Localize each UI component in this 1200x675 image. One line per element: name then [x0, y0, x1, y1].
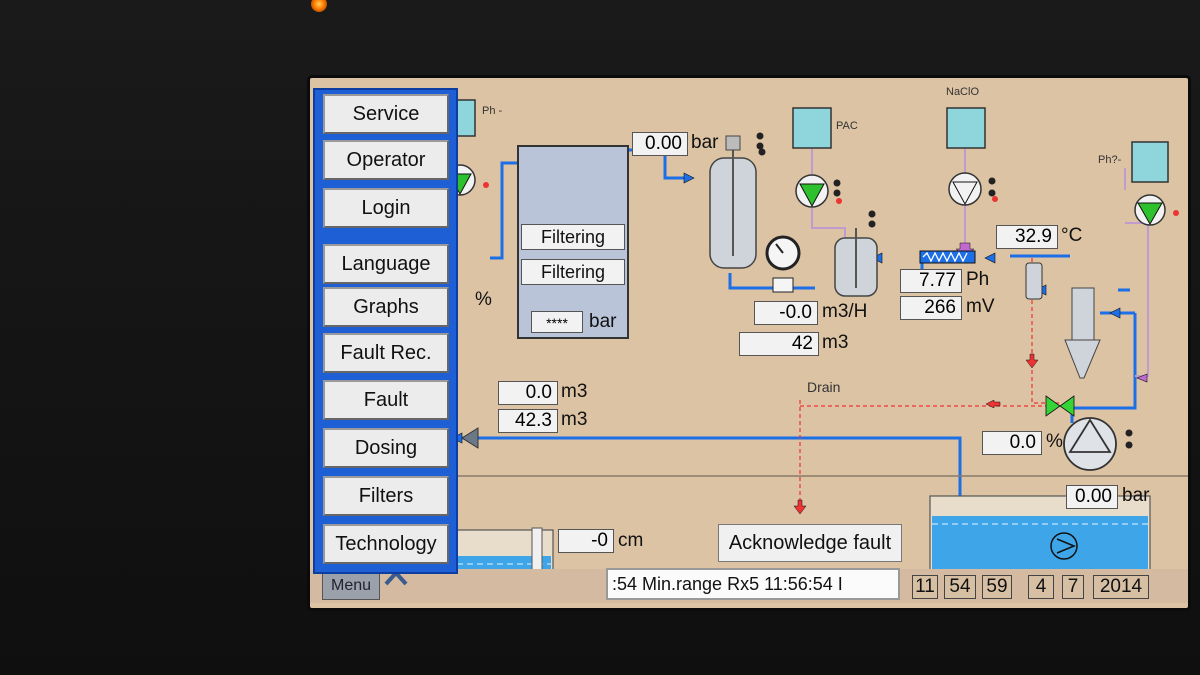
menu-item-fault-rec[interactable]: Fault Rec.	[323, 333, 449, 373]
menu-item-operator[interactable]: Operator	[323, 140, 449, 180]
menu-item-login[interactable]: Login	[323, 188, 449, 228]
volume-a-unit: m3	[561, 381, 588, 402]
menu-item-dosing[interactable]: Dosing	[323, 428, 449, 468]
sand-filter-tank[interactable]: Filtering Filtering **** bar	[517, 145, 629, 339]
side-menu: Service Operator Login Language Graphs F…	[313, 88, 458, 574]
volume-b-value[interactable]: 42.3	[498, 409, 558, 433]
drain-label: Drain	[807, 379, 841, 395]
redox-unit: mV	[966, 296, 995, 317]
filter-pressure-value[interactable]: ****	[531, 311, 583, 333]
acknowledge-fault-button[interactable]: Acknowledge fault	[718, 524, 902, 562]
pressure-top-value[interactable]: 0.00	[632, 132, 688, 156]
redox-value[interactable]: 266	[900, 296, 962, 320]
ph-minus-label: Ph -	[482, 105, 503, 117]
volume-unit: m3	[822, 332, 849, 353]
power-led-icon	[311, 0, 327, 12]
level-value[interactable]: -0	[558, 529, 614, 553]
menu-item-fault[interactable]: Fault	[323, 380, 449, 420]
temperature-value[interactable]: 32.9	[996, 225, 1058, 249]
pool-pressure-unit: bar	[1122, 485, 1150, 506]
left-percent-unit: %	[475, 289, 492, 310]
level-unit: cm	[618, 530, 644, 551]
pump-percent-unit: %	[1046, 431, 1063, 452]
pump-percent-value[interactable]: 0.0	[982, 431, 1042, 455]
menu-item-filters[interactable]: Filters	[323, 476, 449, 516]
process-diagram	[444, 99, 1188, 596]
menu-item-service[interactable]: Service	[323, 94, 449, 134]
naclo-label: NaClO	[946, 86, 980, 98]
ph-unit: Ph	[966, 269, 990, 290]
ph-value[interactable]: 7.77	[900, 269, 962, 293]
pressure-top-unit: bar	[691, 132, 719, 153]
volume-value[interactable]: 42	[739, 332, 819, 356]
flow-value[interactable]: -0.0	[754, 301, 818, 325]
filter-status-1: Filtering	[521, 224, 625, 250]
menu-item-language[interactable]: Language	[323, 244, 449, 284]
menu-tab-button[interactable]: Menu	[322, 572, 380, 600]
hmi-screen: Ph - PAC NaClO Ph?- Drain Filtering Filt…	[310, 78, 1188, 608]
date-month: 7	[1062, 575, 1084, 599]
clock-minute: 54	[944, 575, 976, 599]
filter-status-2: Filtering	[521, 259, 625, 285]
filter-pressure-unit: bar	[589, 311, 617, 332]
menu-item-technology[interactable]: Technology	[323, 524, 449, 564]
menu-item-graphs[interactable]: Graphs	[323, 287, 449, 327]
volume-a-value[interactable]: 0.0	[498, 381, 558, 405]
clock-hour: 11	[912, 575, 938, 599]
date-day: 4	[1028, 575, 1054, 599]
alarm-ticker[interactable]: :54 Min.range Rx5 11:56:54 I	[606, 568, 900, 600]
temperature-unit: °C	[1061, 225, 1083, 246]
pool-pressure-value[interactable]: 0.00	[1066, 485, 1118, 509]
date-year: 2014	[1093, 575, 1149, 599]
volume-b-unit: m3	[561, 409, 588, 430]
ph-plus-label: Ph?-	[1098, 154, 1122, 166]
clock-second: 59	[982, 575, 1012, 599]
flow-unit: m3/H	[822, 301, 868, 322]
pac-label: PAC	[836, 120, 858, 132]
